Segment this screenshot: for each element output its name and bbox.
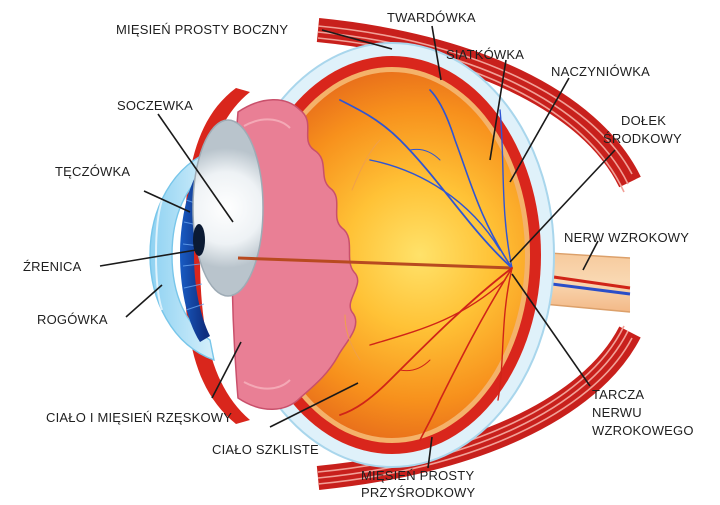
label-iris: TĘCZÓWKA [55,164,131,179]
label-vitreous-body: CIAŁO SZKLISTE [212,442,319,457]
label-optic-disc-line1: TARCZA [592,387,645,402]
label-fovea-line1: DOŁEK [621,113,667,128]
label-optic-nerve: NERW WZROKOWY [564,230,690,245]
visual-axis [237,256,513,270]
blood-vessels [339,89,513,441]
leader-lines [99,25,616,469]
pupil [193,224,205,256]
label-choroid: NACZYNIÓWKA [551,64,650,79]
label-lateral-rectus: MIĘSIEŃ PROSTY BOCZNY [116,22,289,37]
label-retina: SIATKÓWKA [446,47,525,62]
label-ciliary-body: CIAŁO I MIĘSIEŃ RZĘSKOWY [46,410,233,425]
lens [192,119,264,297]
cornea [149,148,215,362]
label-pupil: ŹRENICA [23,259,82,274]
label-fovea-line2: ŚRODKOWY [603,131,682,146]
ciliary-body [231,99,359,410]
label-sclera: TWARDÓWKA [387,10,476,25]
label-optic-disc-line3: WZROKOWEGO [592,423,694,438]
label-cornea: ROGÓWKA [37,312,108,327]
label-medial-rectus-line2: PRZYŚRODKOWY [361,485,476,500]
label-lens: SOCZEWKA [117,98,193,113]
label-optic-disc-line2: NERWU [592,405,642,420]
label-medial-rectus-line1: MIĘSIEŃ PROSTY [361,468,475,483]
